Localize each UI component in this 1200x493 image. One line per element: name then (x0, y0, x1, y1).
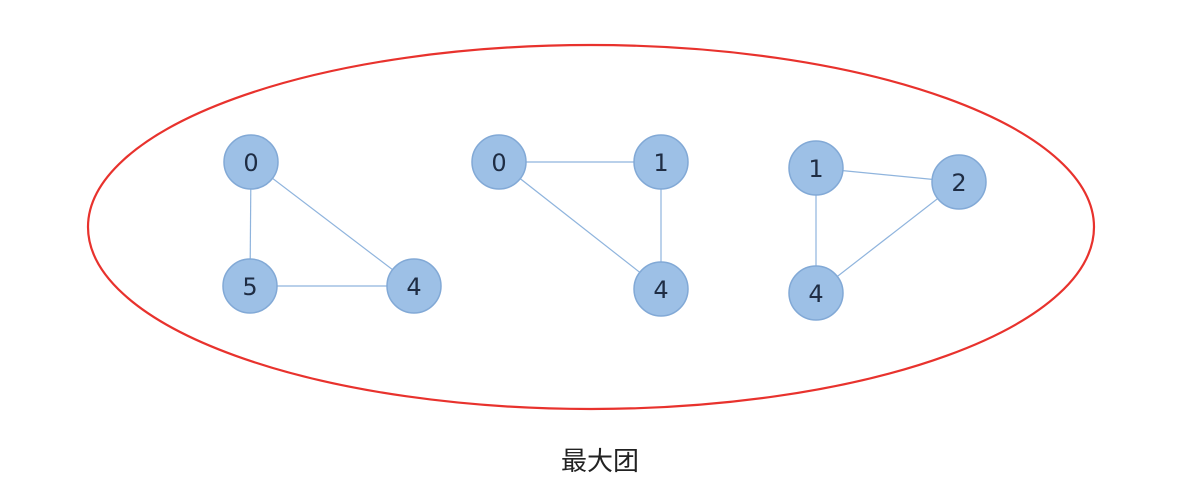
node-circle (633, 261, 689, 317)
node-circle (633, 134, 689, 190)
node-circle (223, 134, 279, 190)
diagram-caption: 最大团 (560, 447, 639, 477)
node-circle (471, 134, 527, 190)
node-label: 0 (491, 149, 506, 177)
node-label: 1 (653, 149, 668, 177)
node-circle (788, 265, 844, 321)
node-circle (931, 154, 987, 210)
node-label: 4 (808, 280, 823, 308)
node-label: 4 (653, 276, 668, 304)
node-label: 0 (243, 149, 258, 177)
clique-2-edge-0-4 (498, 161, 662, 290)
clique-2-node-4: 4 (633, 261, 689, 317)
node-label: 4 (406, 273, 421, 301)
node-label: 2 (951, 169, 966, 197)
clique-2-node-1: 1 (633, 134, 689, 190)
container-ellipse (86, 43, 1096, 411)
clique-2-node-0: 0 (471, 134, 527, 190)
node-circle (222, 258, 278, 314)
clique-3-node-2: 2 (931, 154, 987, 210)
edges-layer (249, 161, 960, 294)
clique-1-edge-0-4 (250, 161, 415, 287)
clique-3-edge-2-4 (815, 181, 960, 294)
clique-1-node-5: 5 (222, 258, 278, 314)
nodes-layer: 0 5 4 0 1 4 1 2 4 (222, 134, 987, 321)
node-circle (788, 140, 844, 196)
clique-1-node-4: 4 (386, 258, 442, 314)
node-circle (386, 258, 442, 314)
clique-1-node-0: 0 (223, 134, 279, 190)
node-label: 1 (808, 155, 823, 183)
clique-3-node-1: 1 (788, 140, 844, 196)
clique-3-node-4: 4 (788, 265, 844, 321)
node-label: 5 (242, 273, 257, 301)
